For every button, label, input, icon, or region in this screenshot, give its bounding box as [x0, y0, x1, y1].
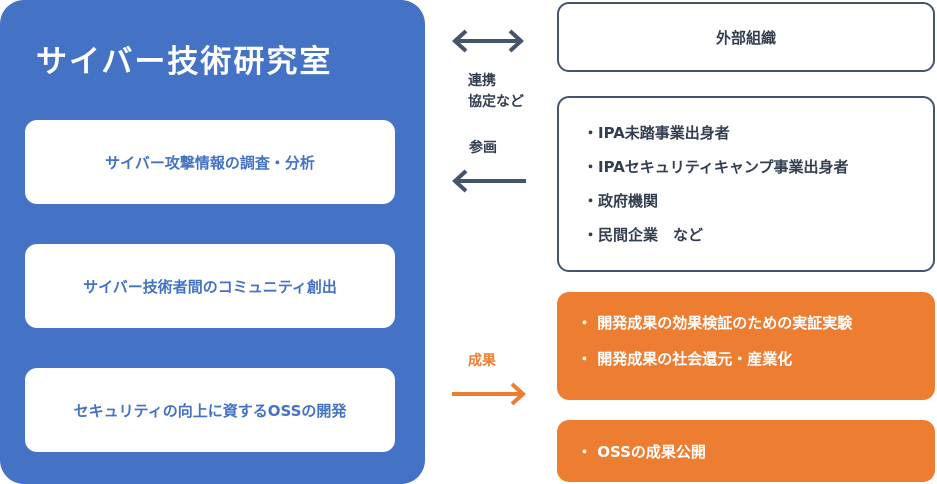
results-label: 成果 [468, 353, 496, 369]
result-item: ・ 開発成果の社会還元・産業化 [577, 350, 793, 368]
lab-item-analysis: サイバー攻撃情報の調査・分析 [25, 120, 395, 204]
oss-release-box: ・ OSSの成果公開 [557, 420, 935, 482]
participation-label: 参画 [469, 140, 497, 156]
external-org-box: 外部組織 [557, 2, 935, 72]
arrow-right-icon [452, 382, 526, 406]
cyber-lab-panel: サイバー技術研究室 サイバー攻撃情報の調査・分析 サイバー技術者間のコミュニティ… [0, 0, 425, 484]
arrow-left-icon [452, 169, 526, 193]
results-box: ・ 開発成果の効果検証のための実証実験 ・ 開発成果の社会還元・産業化 [557, 292, 935, 400]
member-item: ・IPA未踏事業出身者 [583, 124, 730, 142]
double-arrow-icon [452, 29, 524, 53]
members-box: ・IPA未踏事業出身者 ・IPAセキュリティキャンプ事業出身者 ・政府機関 ・民… [557, 96, 935, 272]
relation-label-line2: 協定など [468, 94, 524, 110]
lab-title: サイバー技術研究室 [36, 44, 333, 80]
lab-item-oss-development: セキュリティの向上に資するOSSの開発 [25, 368, 395, 452]
relation-label-line1: 連携 [468, 73, 496, 89]
result-item: ・ 開発成果の効果検証のための実証実験 [577, 314, 853, 332]
member-item: ・民間企業 など [583, 226, 704, 244]
member-item: ・政府機関 [583, 192, 659, 210]
lab-item-community: サイバー技術者間のコミュニティ創出 [25, 244, 395, 328]
member-item: ・IPAセキュリティキャンプ事業出身者 [583, 158, 849, 176]
